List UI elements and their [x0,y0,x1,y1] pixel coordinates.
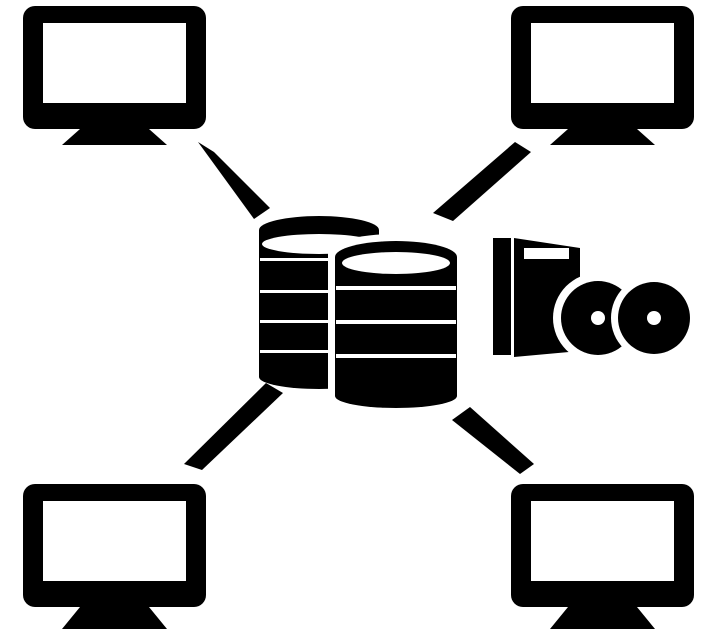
connector-bottom-right [452,407,534,474]
monitor-icon [23,6,206,145]
monitor-top-right [511,6,694,145]
connections [184,142,534,474]
disc-icon [611,275,697,361]
monitor-bottom-right [511,484,694,629]
monitor-icon [23,484,206,629]
database-front [335,241,457,408]
monitor-bottom-left [23,484,206,629]
database-icon [335,241,457,408]
monitor-top-left [23,6,206,145]
connector-bottom-left [184,383,283,470]
monitor-icon [511,484,694,629]
connector-top-left [198,142,270,219]
connector-top-right [433,142,531,221]
monitor-icon [511,6,694,145]
disc-back [611,275,697,361]
